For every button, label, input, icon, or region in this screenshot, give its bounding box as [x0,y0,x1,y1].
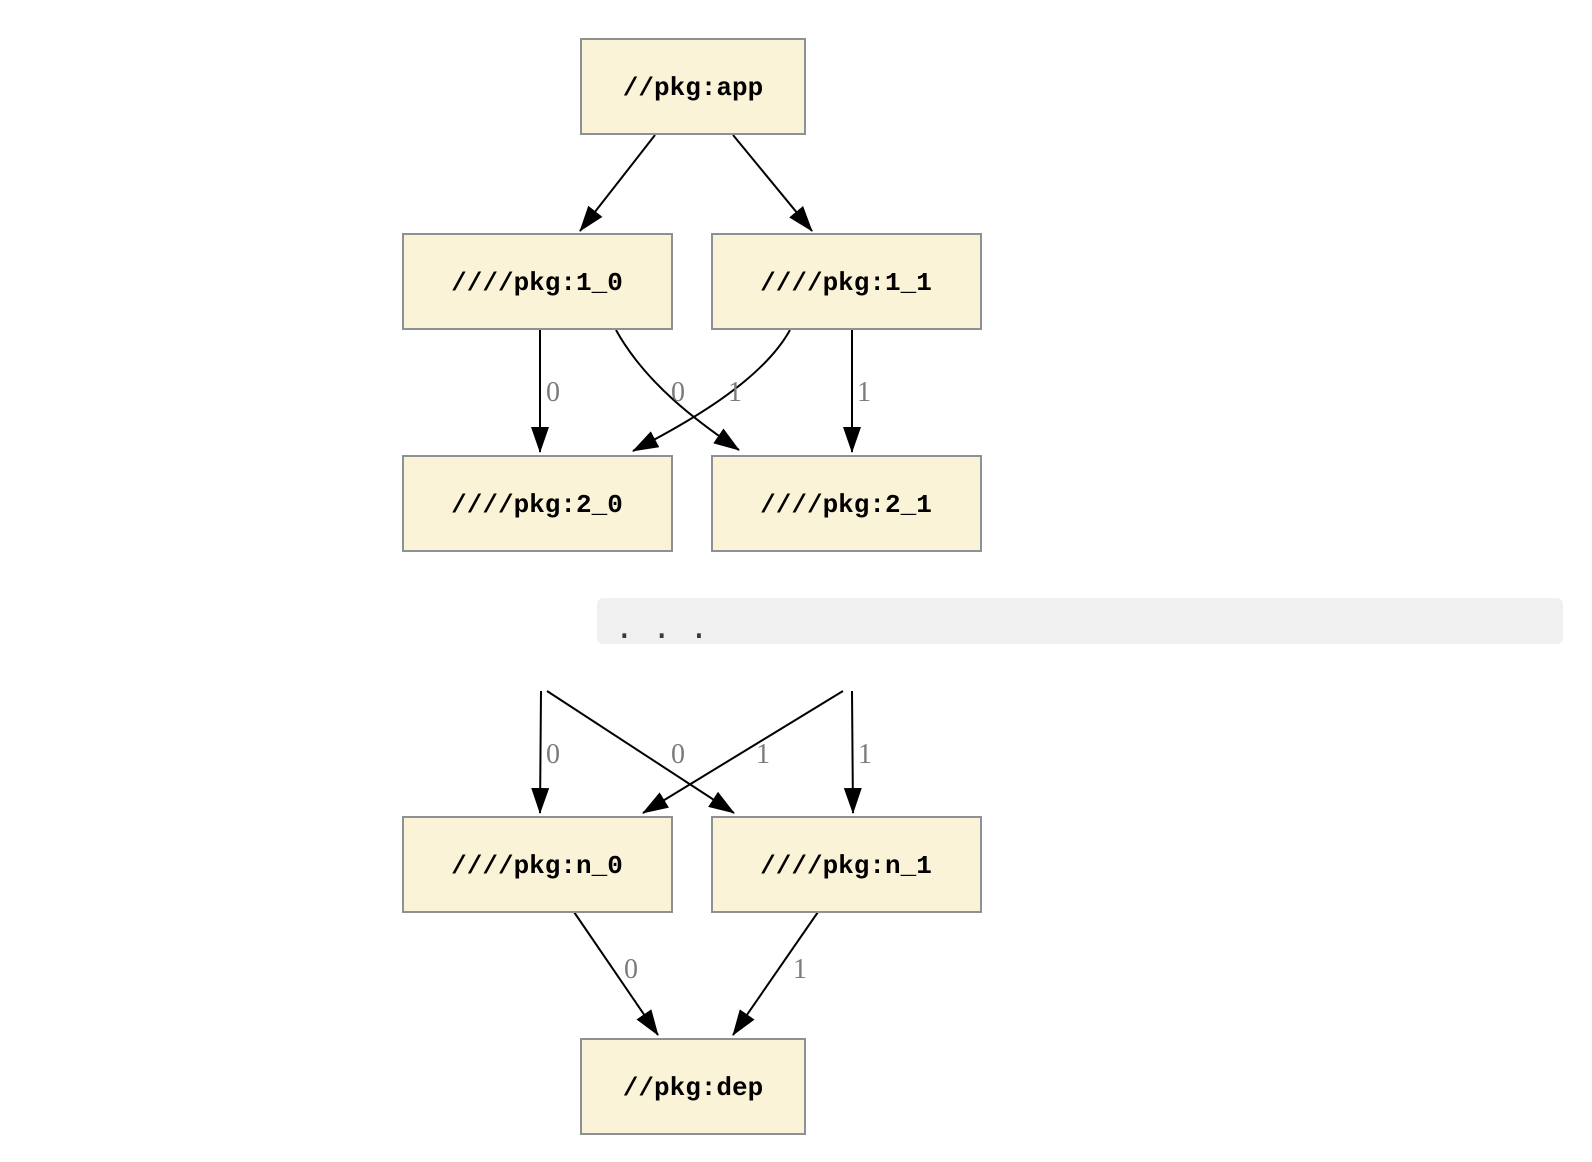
edge-label-n_0-to-dep: 0 [624,954,638,985]
node-1_0: ////pkg:1_0 [402,233,673,330]
node-n_0-box [402,816,673,913]
edge-app-to-1_1 [732,134,813,232]
node-dep-box [580,1038,806,1135]
edge-hidden_1-to-n_0 [642,690,844,814]
node-2_1-label: ////pkg:2_1 [760,490,932,520]
ellipsis-band [597,598,1563,644]
node-2_0-label: ////pkg:2_0 [451,490,623,520]
edge-n_0-to-dep [573,911,659,1036]
edge-hidden_0-to-n_1 [546,690,735,814]
node-n_1-box [711,816,982,913]
node-app: //pkg:app [580,38,806,135]
ellipsis-text: . . . [615,610,708,646]
edge-app-to-1_0 [579,134,656,232]
node-app-label: //pkg:app [623,73,763,103]
edge-label-hidden_1-to-n_1: 1 [858,739,872,770]
edge-1_1-to-2_0 [632,329,791,452]
node-1_0-box [402,233,673,330]
node-1_1-box [711,233,982,330]
edge-label-1_1-to-2_0: 0 [671,377,685,408]
edge-label-n_1-to-dep: 1 [793,954,807,985]
node-1_0-label: ////pkg:1_0 [451,268,623,298]
edge-hidden_0-to-n_0 [531,690,550,814]
edge-label-hidden_1-to-n_0: 0 [671,739,685,770]
node-1_1-label: ////pkg:1_1 [760,268,932,298]
node-2_0: ////pkg:2_0 [402,455,673,552]
edge-label-1_1-to-2_1: 1 [857,377,871,408]
edge-1_0-to-2_1 [615,329,740,451]
edge-label-hidden_0-to-n_1: 1 [756,739,770,770]
node-1_1: ////pkg:1_1 [711,233,982,330]
node-n_0-label: ////pkg:n_0 [451,851,623,881]
node-2_0-box [402,455,673,552]
node-n_1-label: ////pkg:n_1 [760,851,932,881]
edge-hidden_1-to-n_1 [843,690,862,814]
node-n_0: ////pkg:n_0 [402,816,673,913]
edge-n_1-to-dep [732,911,819,1036]
node-dep: //pkg:dep [580,1038,806,1135]
node-app-box [580,38,806,135]
edge-label-1_0-to-2_0: 0 [546,377,560,408]
node-2_1-box [711,455,982,552]
node-2_1: ////pkg:2_1 [711,455,982,552]
edge-label-1_0-to-2_1: 1 [728,377,742,408]
node-dep-label: //pkg:dep [623,1073,763,1103]
node-n_1: ////pkg:n_1 [711,816,982,913]
edge-label-hidden_0-to-n_0: 0 [546,739,560,770]
